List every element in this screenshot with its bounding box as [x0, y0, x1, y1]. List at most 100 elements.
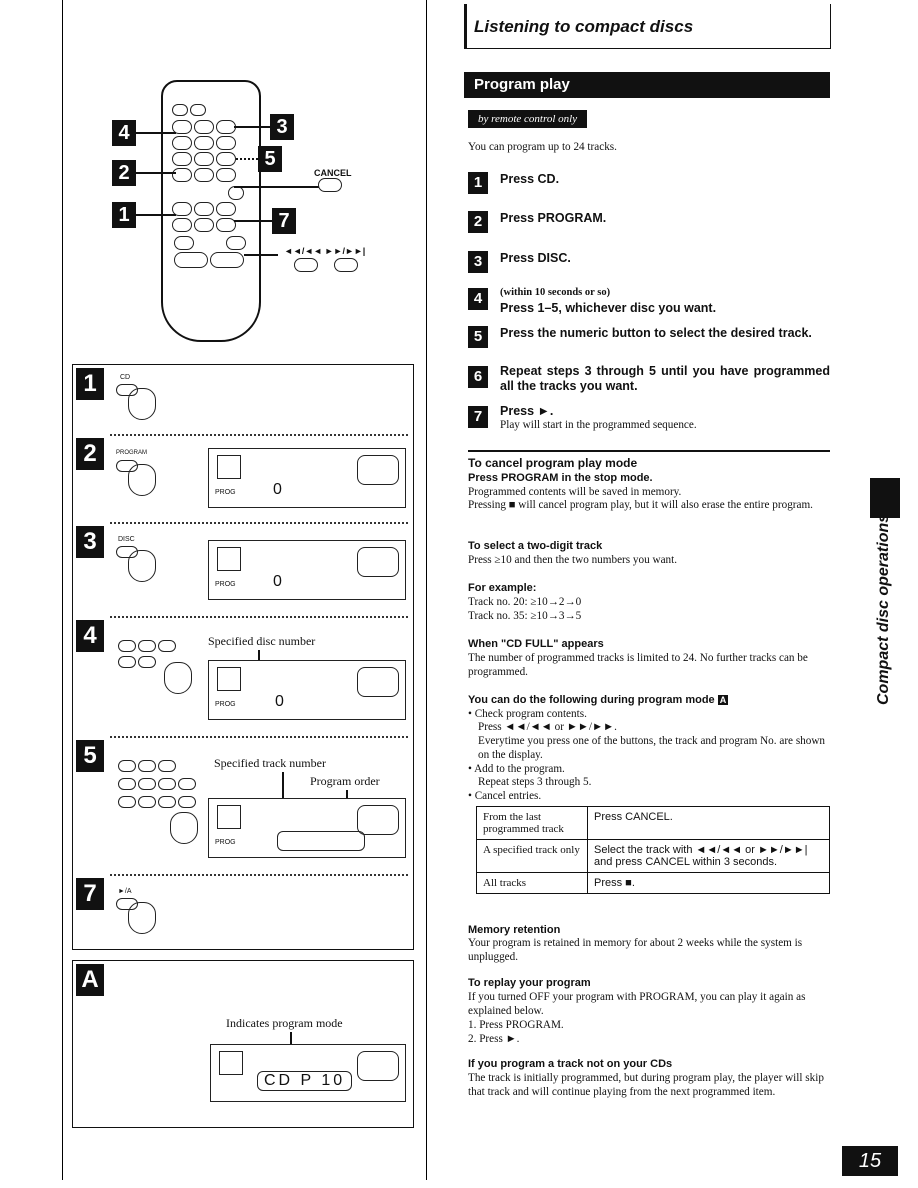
play-button-label: ►/A — [118, 888, 132, 895]
callout-step-1: 1 — [112, 202, 136, 228]
lcd-program-readout: CD P 10 — [257, 1071, 353, 1091]
example-line-1: Track no. 20: ≥10→2→0 — [468, 596, 582, 608]
during-heading: You can do the following during program … — [468, 694, 729, 706]
lcd-disc-indicator — [357, 547, 399, 577]
badge-a-inline: A — [717, 695, 729, 705]
replay-text: If you turned OFF your program with PROG… — [468, 991, 806, 1017]
remote-button — [194, 120, 214, 134]
callout-line — [136, 132, 176, 134]
table-row: From the last programmed track Press CAN… — [476, 806, 830, 840]
table-cell: All tracks — [476, 872, 588, 894]
during-bullet-2a: Repeat steps 3 through 5. — [478, 776, 592, 788]
step-number: 7 — [468, 406, 488, 428]
remote-button — [228, 186, 244, 200]
replay-step-2: 2. Press ►. — [468, 1033, 520, 1045]
number-button-illustration — [138, 796, 156, 808]
procedure-step-1: 1 — [76, 368, 104, 400]
notcd-heading: If you program a track not on your CDs — [468, 1058, 673, 1070]
procedure-step-5: 5 — [76, 740, 104, 772]
cancel-button-illustration — [318, 178, 342, 192]
program-mode-caption: Indicates program mode — [226, 1016, 343, 1030]
lcd-display: PROG — [208, 798, 406, 858]
skip-forward-button-illustration — [334, 258, 358, 272]
number-button-illustration — [178, 796, 196, 808]
number-button-illustration — [138, 778, 156, 790]
step-text: Press 1–5, whichever disc you want. — [500, 301, 717, 315]
remote-button — [194, 218, 214, 232]
page-number: 15 — [842, 1146, 898, 1176]
divider — [110, 616, 408, 618]
cancel-text-2: Pressing ■ will cancel program play, but… — [468, 499, 813, 511]
section-title: Program play — [464, 72, 830, 98]
skip-back-button-illustration — [294, 258, 318, 272]
remote-button — [194, 152, 214, 166]
full-heading: When "CD FULL" appears — [468, 638, 604, 650]
lcd-display: CD P 10 — [210, 1044, 406, 1102]
replay-heading: To replay your program — [468, 977, 591, 989]
lcd-grid — [217, 547, 241, 571]
remote-button — [194, 136, 214, 150]
remote-button — [172, 120, 192, 134]
during-bullet-1b: Everytime you press one of the buttons, … — [478, 735, 826, 761]
callout-line — [234, 220, 272, 222]
during-bullet-1a: Press ◄◄/◄◄ or ►►/►►. — [478, 721, 617, 733]
number-button-illustration — [158, 778, 176, 790]
specified-track-caption: Specified track number — [214, 756, 326, 770]
cancel-table: From the last programmed track Press CAN… — [476, 806, 830, 894]
lcd-display: PROG 0 — [208, 540, 406, 600]
number-button-illustration — [138, 760, 156, 772]
table-cell: From the last programmed track — [476, 806, 588, 840]
during-bullet-1: • Check program contents. — [468, 708, 587, 720]
table-row: All tracks Press ■. — [476, 872, 830, 894]
number-button-illustration — [118, 640, 136, 652]
twodigit-heading: To select a two-digit track — [468, 540, 603, 552]
number-button-illustration — [158, 796, 176, 808]
memory-text: Your program is retained in memory for a… — [468, 937, 803, 963]
side-tab-label: Compact disc operations — [875, 513, 892, 705]
lcd-grid — [217, 667, 241, 691]
page-title: Listening to compact discs — [474, 17, 694, 36]
lcd-prog-label: PROG — [215, 489, 236, 496]
header-frame — [464, 4, 831, 49]
table-cell: Press ■. — [587, 872, 830, 894]
lcd-grid — [219, 1051, 243, 1075]
left-margin-line — [62, 0, 63, 1180]
lcd-digit: 0 — [275, 693, 284, 710]
procedure-box — [72, 364, 414, 950]
remote-button — [172, 104, 188, 116]
remote-button — [172, 218, 192, 232]
remote-button — [172, 202, 192, 216]
hand-icon — [170, 812, 198, 844]
lcd-disc-indicator — [357, 805, 399, 835]
number-button-illustration — [138, 640, 156, 652]
cancel-heading: To cancel program play mode — [468, 456, 638, 470]
twodigit-text: Press ≥10 and then the two numbers you w… — [468, 554, 678, 566]
lcd-track-field — [277, 831, 365, 851]
number-button-illustration — [118, 760, 136, 772]
remote-button — [210, 252, 244, 268]
example-line-2: Track no. 35: ≥10→3→5 — [468, 610, 582, 622]
hand-icon — [164, 662, 192, 694]
number-button-illustration — [158, 640, 176, 652]
callout-line — [136, 214, 176, 216]
callout-line — [136, 172, 176, 174]
badge-a: A — [76, 964, 104, 996]
procedure-step-2: 2 — [76, 438, 104, 470]
remote-button — [216, 218, 236, 232]
during-bullet-2: • Add to the program. — [468, 763, 565, 775]
specified-disc-caption: Specified disc number — [208, 634, 316, 648]
step-number: 2 — [468, 211, 488, 233]
divider — [110, 874, 408, 876]
step-text: Press PROGRAM. — [500, 211, 607, 225]
lcd-prog-label: PROG — [215, 581, 236, 588]
during-heading-text: You can do the following during program … — [468, 694, 715, 706]
remote-button — [174, 236, 194, 250]
table-cell: Select the track with ◄◄/◄◄ or ►►/►►| an… — [587, 839, 830, 873]
number-button-illustration — [118, 778, 136, 790]
remote-button — [174, 252, 208, 268]
number-button-illustration — [158, 760, 176, 772]
callout-step-3: 3 — [270, 114, 294, 140]
procedure-step-4: 4 — [76, 620, 104, 652]
lcd-grid — [217, 455, 241, 479]
remote-button — [216, 168, 236, 182]
